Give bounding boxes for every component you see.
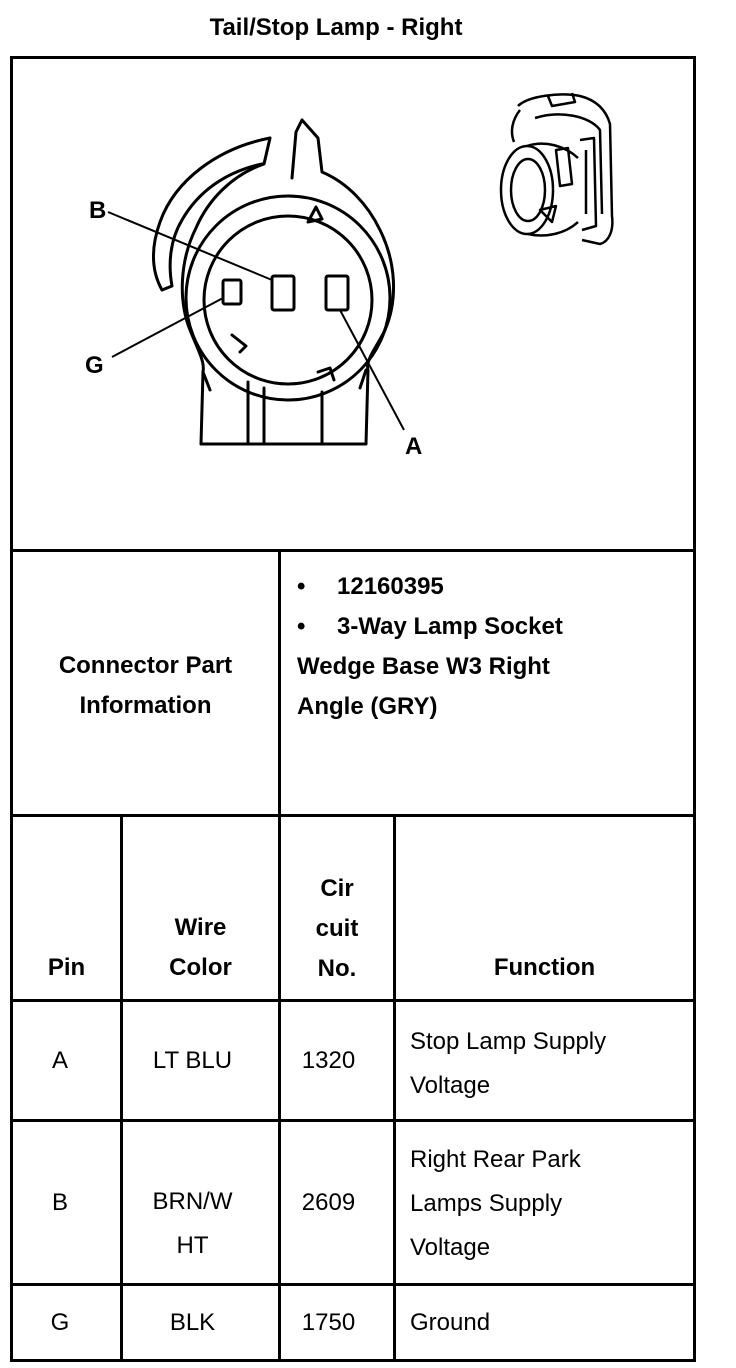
header-wire-color: Wire Color: [123, 908, 278, 988]
connector-info-label-line2: Information: [79, 692, 212, 719]
connector-3d-icon: [499, 92, 614, 246]
page-title: Tail/Stop Lamp - Right: [209, 14, 463, 41]
cell-function-line: Stop Lamp Supply: [410, 1028, 607, 1055]
cell-wire-color: BLK: [169, 1309, 216, 1336]
cell-wire-color-line: BRN/W: [152, 1188, 233, 1215]
part-number: 12160395: [337, 573, 444, 600]
leader-line-g: [111, 297, 224, 358]
header-function: Function: [493, 954, 596, 981]
bullet-icon: •: [297, 613, 306, 640]
leader-line-a: [339, 309, 405, 431]
cell-function-line: Voltage: [410, 1234, 491, 1261]
pin-label-a: A: [405, 433, 422, 460]
row-divider: [10, 999, 696, 1002]
part-type: 3-Way Lamp Socket: [337, 613, 563, 640]
header-circuit-line3: No.: [317, 955, 357, 982]
cell-pin: A: [51, 1047, 68, 1074]
table-border-top: [10, 56, 696, 59]
header-wire-color-line2: Color: [169, 954, 232, 981]
list-item: • 3-Way Lamp Socket: [297, 607, 687, 647]
pin-label-b: B: [89, 197, 106, 224]
connector-info-label-line1: Connector Part: [58, 652, 233, 679]
column-divider: [393, 814, 396, 1362]
cell-function: Ground: [410, 1309, 491, 1336]
connector-info-details: • 12160395 • 3-Way Lamp Socket Wedge Base …: [297, 567, 687, 727]
terminal-g: [221, 278, 243, 306]
column-divider: [278, 549, 281, 1362]
row-divider: [10, 1119, 696, 1122]
cell-function-line: Right Rear Park: [410, 1146, 581, 1173]
connector-diagram: B G A: [85, 92, 614, 460]
cell-wire-color-line: HT: [176, 1232, 209, 1259]
cell-wire-color: BRN/W HT: [123, 1180, 262, 1268]
header-circuit-line1: Cir: [320, 875, 354, 902]
terminal-a: [324, 274, 350, 312]
part-description-line1: Wedge Base W3 Right: [297, 653, 550, 680]
table-border-bottom: [10, 1359, 696, 1362]
header-wire-color-line1: Wire: [174, 914, 227, 941]
cell-wire-color: LT BLU: [152, 1047, 233, 1074]
pin-label-g: G: [85, 352, 104, 379]
cell-pin: G: [50, 1309, 70, 1336]
cell-function: Right Rear Park Lamps Supply Voltage: [410, 1138, 690, 1270]
table-border-left: [10, 56, 13, 1362]
leader-line-b: [107, 211, 273, 281]
connector-info-label: Connector Part Information: [13, 646, 278, 726]
list-item: • 12160395: [297, 567, 687, 607]
cell-function: Stop Lamp Supply Voltage: [410, 1020, 690, 1108]
cell-circuit: 2609: [301, 1189, 356, 1216]
cell-function-line: Lamps Supply: [410, 1190, 563, 1217]
part-description-line2: Angle (GRY): [297, 693, 438, 720]
cell-function-line: Voltage: [410, 1072, 491, 1099]
column-divider: [120, 814, 123, 1362]
cell-pin: B: [51, 1189, 68, 1216]
terminal-b: [270, 274, 296, 312]
table-border-right: [693, 56, 696, 1362]
row-divider: [10, 1283, 696, 1286]
cell-circuit: 1320: [301, 1047, 356, 1074]
cell-circuit: 1750: [301, 1309, 356, 1336]
header-circuit-line2: cuit: [315, 915, 359, 942]
row-divider: [10, 814, 696, 817]
row-divider: [10, 549, 696, 552]
header-circuit: Cir cuit No.: [281, 869, 393, 989]
bullet-icon: •: [297, 573, 306, 600]
header-pin: Pin: [47, 954, 86, 981]
